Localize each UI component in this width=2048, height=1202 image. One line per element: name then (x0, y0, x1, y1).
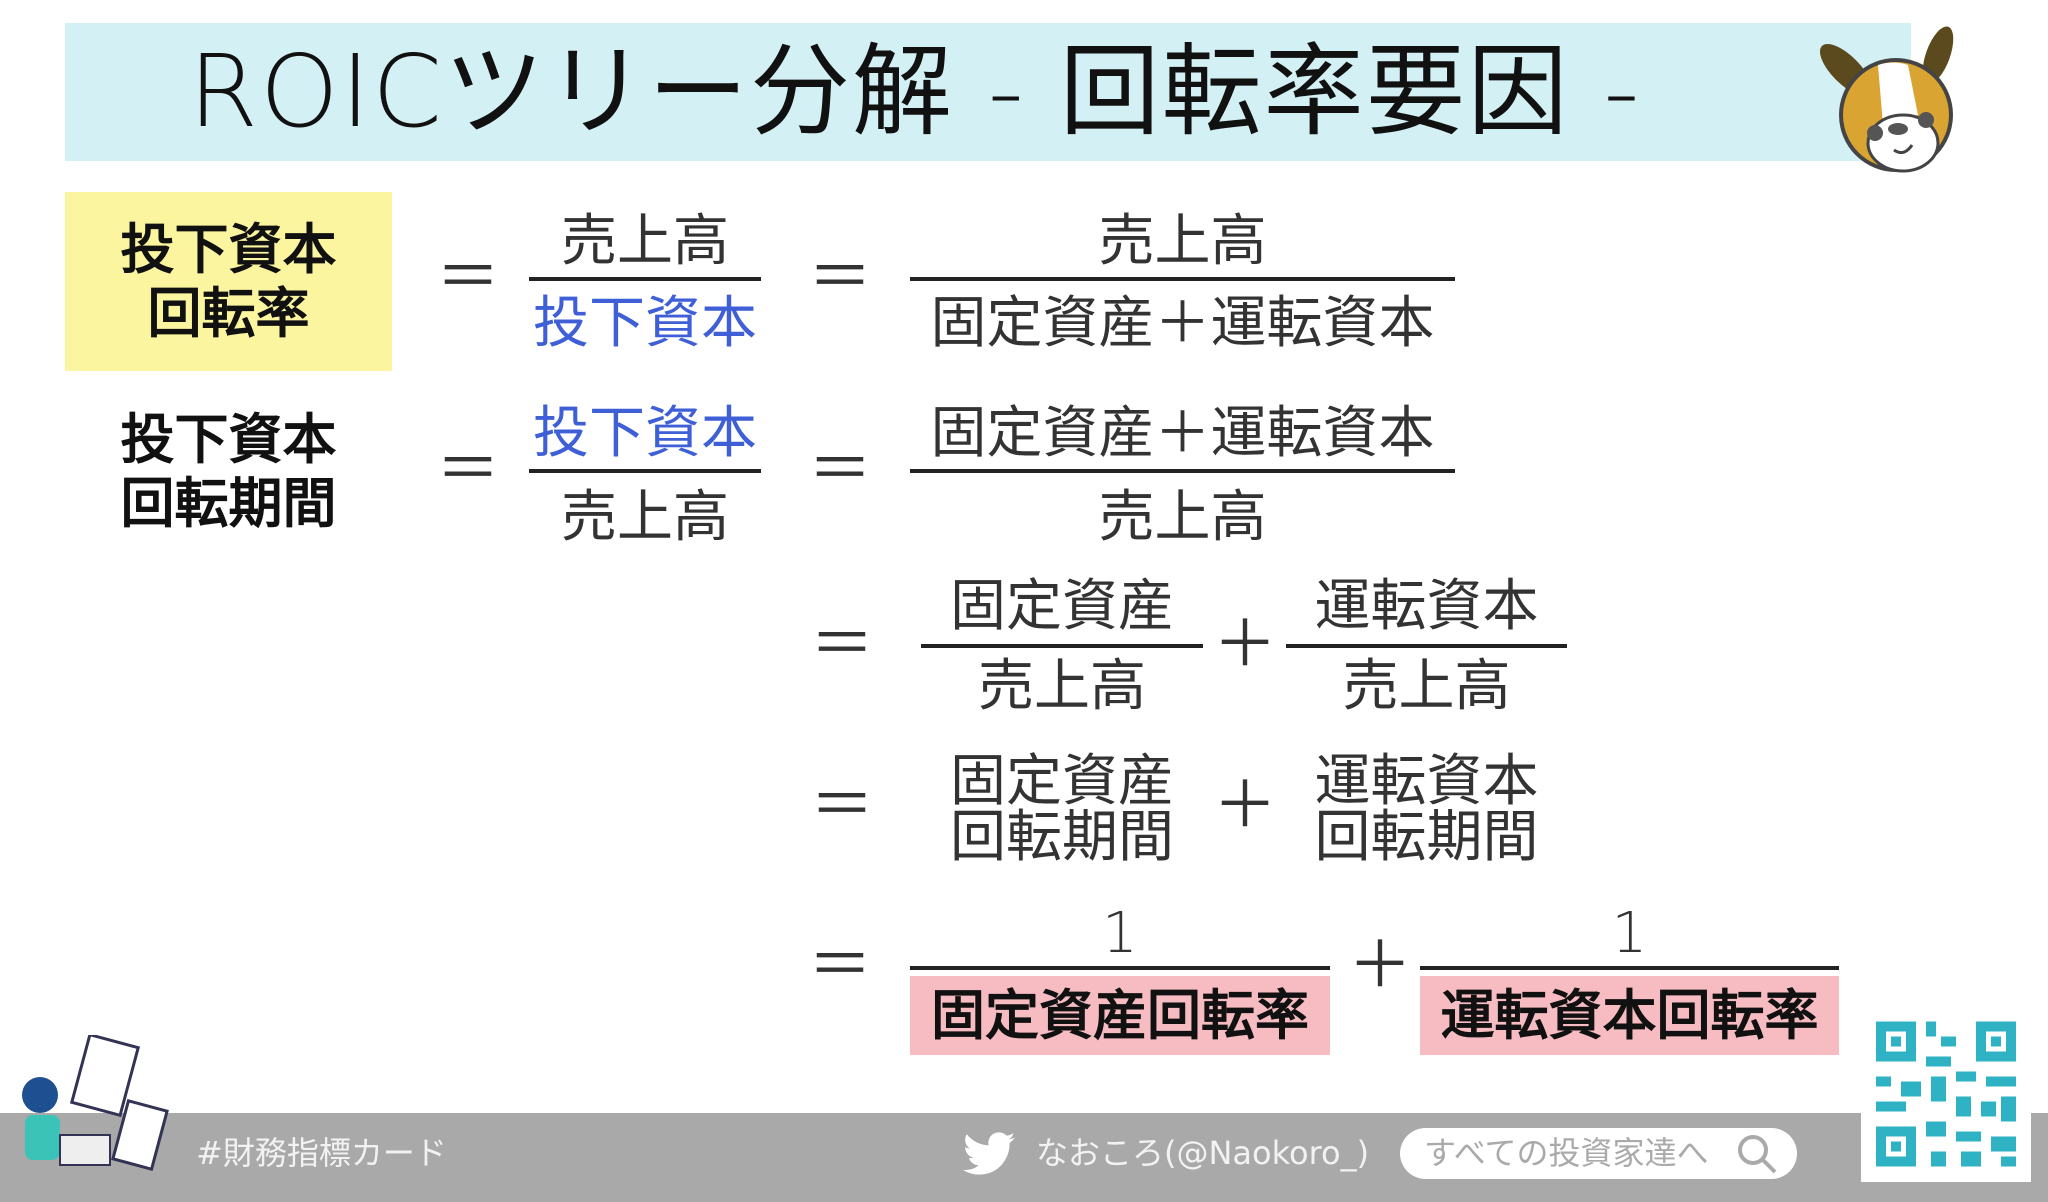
equals-sign: ＝ (808, 929, 872, 1003)
qr-code[interactable] (1861, 1006, 2031, 1182)
fraction-bar (1420, 966, 1839, 970)
fraction-bar (910, 966, 1330, 970)
plus-sign: ＋ (1213, 608, 1277, 682)
fraction-bar (1286, 644, 1567, 648)
twitter-icon[interactable] (963, 1132, 1015, 1176)
term: 回転期間 (950, 805, 1174, 870)
term: 運転資本 (1314, 749, 1539, 814)
turnover-rate-label: 投下資本回転率 (65, 192, 392, 371)
denominator: 売上高 (978, 654, 1146, 719)
equals-sign: ＝ (436, 433, 500, 507)
working-capital-period: 運転資本回転期間 (1286, 754, 1567, 866)
qr-code-icon (1876, 1021, 2016, 1167)
search-icon[interactable] (1735, 1132, 1779, 1176)
term: 固定資産 (950, 749, 1174, 814)
equals-sign: ＝ (810, 608, 874, 682)
numerator: 1 (1611, 901, 1648, 966)
equals-sign: ＝ (808, 241, 872, 315)
term: 回転期間 (1314, 805, 1539, 870)
label-line: 回転期間 (120, 472, 337, 535)
page-title: ROICツリー分解 - 回転率要因 - (188, 33, 1642, 150)
numerator: 運転資本 (1314, 574, 1539, 639)
fixed-asset-turnover-box: 固定資産回転率 (910, 976, 1330, 1055)
turnover-period-label: 投下資本回転期間 (65, 408, 392, 536)
numerator: 売上高 (1098, 209, 1267, 274)
numerator: 固定資産＋運転資本 (930, 401, 1435, 466)
dog-mascot-icon (1820, 26, 1954, 173)
search-text: すべての投資家達へ (1424, 1134, 1709, 1172)
fixed-asset-period: 固定資産回転期間 (921, 754, 1203, 866)
twitter-handle[interactable]: なおころ(@Naokoro_) (1036, 1134, 1370, 1172)
equals-sign: ＝ (810, 769, 874, 843)
fraction-bar (910, 277, 1455, 281)
numerator: 投下資本 (533, 401, 757, 466)
fraction-bar (921, 644, 1203, 648)
numerator: 1 (1102, 901, 1138, 966)
investor-illustration-icon (22, 1035, 169, 1171)
label-line: 投下資本 (120, 408, 337, 471)
fraction-bar (529, 469, 761, 473)
plus-sign: ＋ (1213, 769, 1277, 843)
equals-sign: ＝ (808, 433, 872, 507)
denominator: 売上高 (1098, 485, 1267, 550)
numerator: 固定資産 (950, 574, 1174, 639)
numerator: 売上高 (561, 209, 729, 274)
denominator: 売上高 (561, 485, 729, 550)
search-pill[interactable] (1400, 1128, 1797, 1179)
label-line: 投下資本 (120, 217, 337, 281)
equals-sign: ＝ (436, 241, 500, 315)
denominator: 投下資本 (533, 291, 757, 356)
denominator: 売上高 (1342, 654, 1511, 719)
hashtag-text: #財務指標カード (196, 1134, 447, 1172)
denominator: 固定資産＋運転資本 (930, 291, 1435, 356)
plus-sign: ＋ (1348, 929, 1412, 1003)
title-band (65, 23, 1911, 161)
fraction-bar (910, 469, 1455, 473)
working-capital-turnover-box: 運転資本回転率 (1420, 976, 1839, 1055)
label-line: 回転率 (147, 281, 310, 345)
fraction-bar (529, 277, 761, 281)
